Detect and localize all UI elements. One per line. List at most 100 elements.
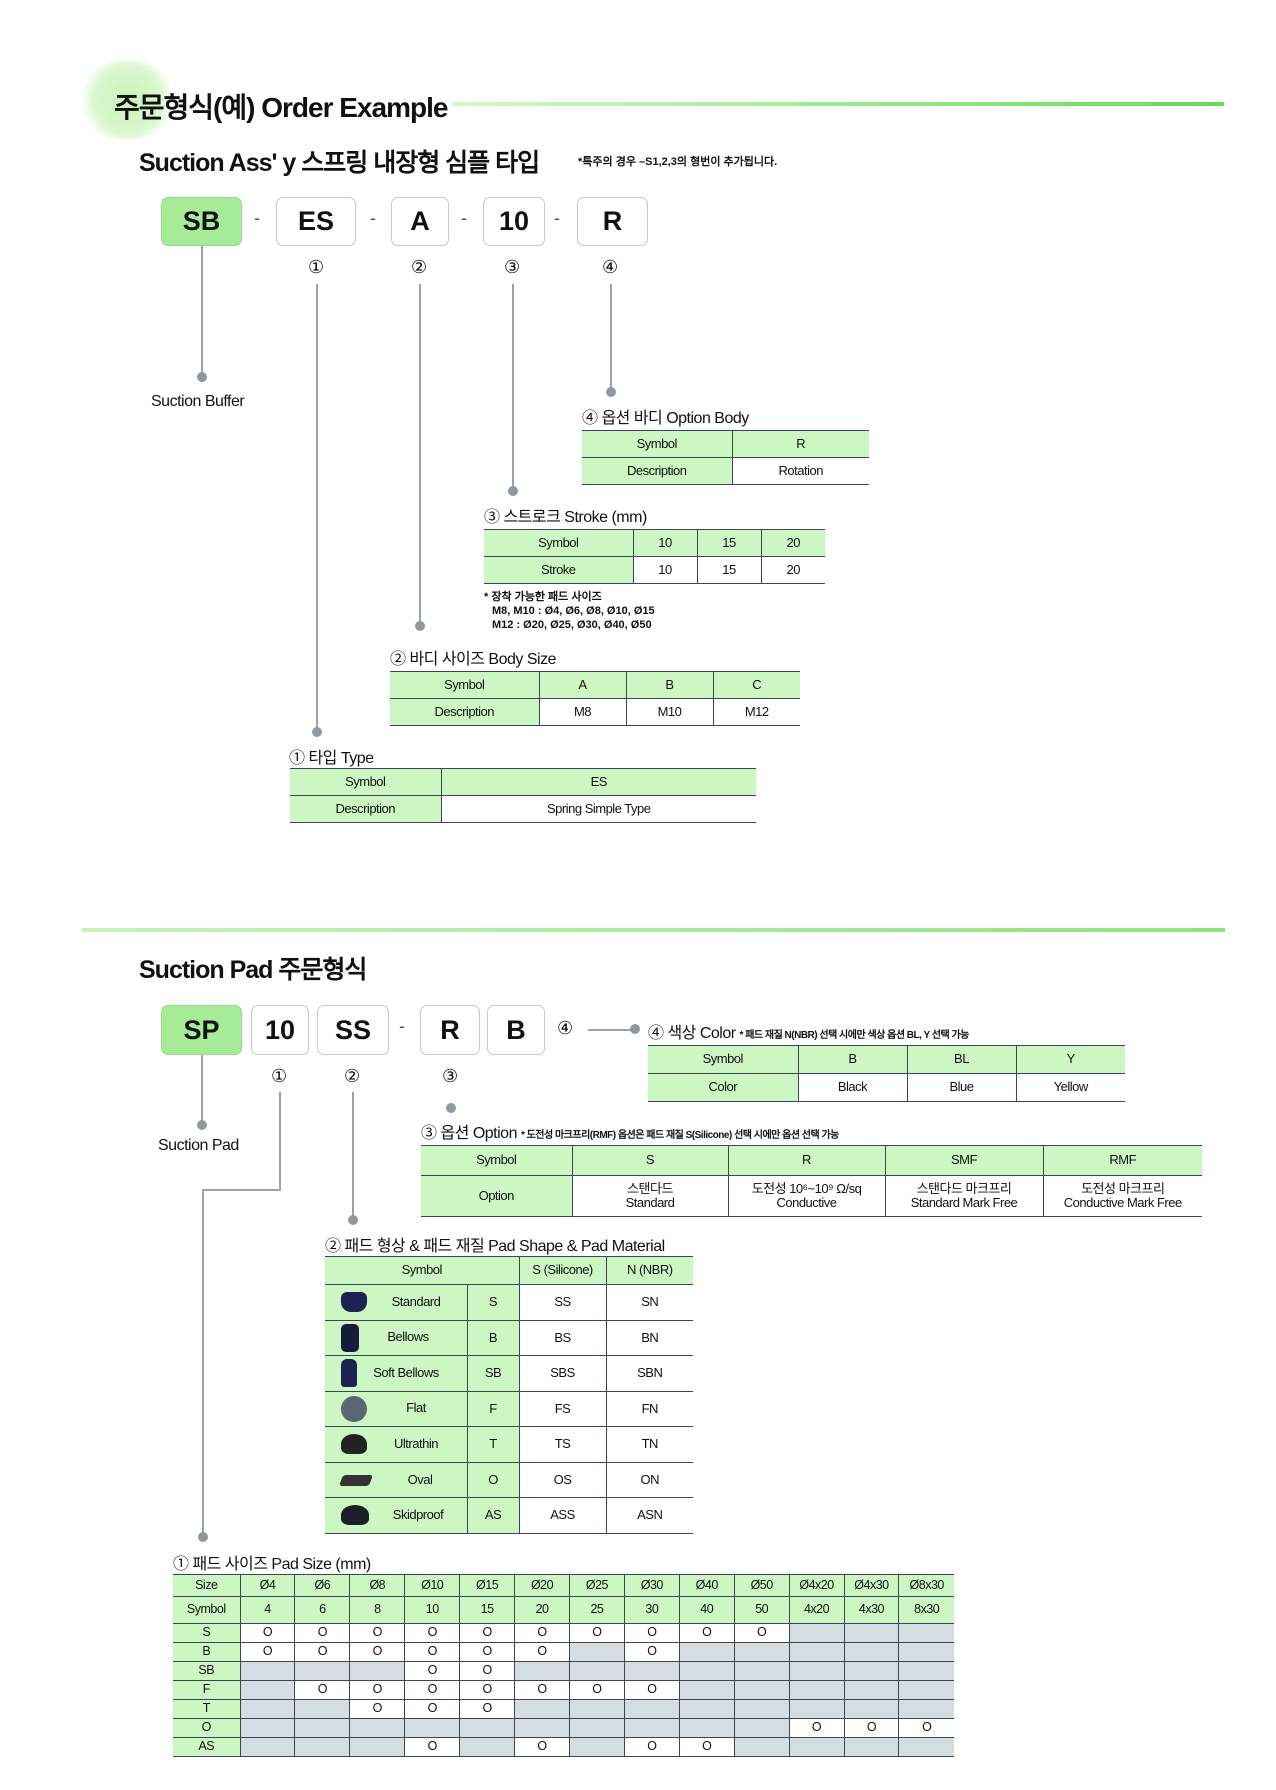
available-mark: O	[349, 1623, 405, 1643]
table-cell: Black	[797, 1073, 907, 1102]
unavailable-cell	[349, 1661, 405, 1681]
marker-2: ②	[411, 257, 428, 277]
row-header: SB	[173, 1661, 241, 1681]
leader-line	[202, 1189, 281, 1191]
option-title: ③ 옵션 Option * 도전성 마크프리(RMF) 옵션은 패드 재질 S(…	[421, 1119, 839, 1143]
dash: -	[399, 1016, 405, 1036]
available-mark: O	[404, 1699, 460, 1719]
unavailable-cell	[404, 1718, 460, 1738]
available-mark: O	[898, 1718, 954, 1738]
unavailable-cell	[733, 1661, 790, 1681]
leader-line	[419, 284, 421, 626]
available-mark: O	[678, 1737, 735, 1757]
symbol-header: 8	[349, 1596, 405, 1624]
code-box-stroke: 10	[483, 197, 545, 246]
available-mark: O	[459, 1623, 515, 1643]
unavailable-cell	[294, 1718, 350, 1738]
leader-dot	[508, 486, 518, 496]
row-header: Description	[290, 795, 441, 823]
standard-pad-icon	[341, 1292, 367, 1313]
table-cell: ES	[440, 768, 756, 796]
marker-2: ②	[344, 1066, 361, 1086]
option-note: * 도전성 마크프리(RMF) 옵션은 패드 재질 S(Silicone) 선택…	[520, 1130, 839, 1141]
pad-section-title: Suction Pad 주문형식	[139, 956, 367, 984]
size-header: Ø4	[239, 1574, 295, 1597]
suction-pad-label: Suction Pad	[158, 1137, 239, 1154]
size-header: Ø50	[733, 1574, 790, 1597]
table-cell: A	[538, 671, 626, 699]
table-cell: 20	[760, 556, 825, 584]
color-title: ④ 색상 Color * 패드 재질 N(NBR) 선택 시에만 색상 옵션 B…	[648, 1019, 969, 1043]
available-mark: O	[349, 1642, 405, 1662]
leader-dot	[197, 1120, 207, 1130]
unavailable-cell	[239, 1699, 295, 1719]
stroke-title: ③ 스트로크 Stroke (mm)	[484, 509, 647, 526]
row-header: Symbol	[173, 1596, 241, 1624]
pad-shape-name: Soft Bellows	[373, 1364, 439, 1380]
unavailable-cell	[898, 1737, 954, 1757]
stroke-note-line: M12 : Ø20, Ø25, Ø30, Ø40, Ø50	[492, 619, 652, 631]
subtitle-note: *특주의 경우 –S1,2,3의 형번이 추가됩니다.	[578, 156, 778, 168]
shape-symbol: S	[466, 1284, 520, 1321]
unavailable-cell	[733, 1642, 790, 1662]
unavailable-cell	[843, 1623, 899, 1643]
silicone-code: FS	[518, 1390, 607, 1427]
leader-dot	[348, 1215, 358, 1225]
leader-dot	[198, 1532, 208, 1542]
symbol-header: 8x30	[898, 1596, 954, 1624]
code-box-option: R	[420, 1005, 480, 1055]
row-header: Option	[421, 1175, 572, 1217]
unavailable-cell	[898, 1680, 954, 1700]
table-cell: B	[797, 1045, 907, 1074]
table-cell: RMF	[1042, 1145, 1202, 1176]
pad-shape-cell: Flat	[325, 1390, 467, 1427]
pad-shape-cell: Ultrathin	[325, 1426, 467, 1463]
stroke-note-line: M8, M10 : Ø4, Ø6, Ø8, Ø10, Ø15	[492, 605, 655, 617]
marker-4: ④	[557, 1018, 574, 1038]
row-header: S	[173, 1623, 241, 1643]
oval-pad-icon	[338, 1474, 374, 1486]
available-mark: O	[404, 1661, 460, 1681]
dash: -	[554, 208, 560, 228]
nbr-code: SN	[605, 1284, 694, 1321]
available-mark: O	[349, 1680, 405, 1700]
available-mark: O	[843, 1718, 899, 1738]
unavailable-cell	[843, 1661, 899, 1681]
section-divider	[82, 928, 1225, 932]
available-mark: O	[788, 1718, 844, 1738]
unavailable-cell	[459, 1737, 515, 1757]
symbol-header: 20	[514, 1596, 570, 1624]
silicone-code: ASS	[518, 1497, 607, 1534]
table-cell: Rotation	[731, 457, 869, 485]
unavailable-cell	[733, 1718, 790, 1738]
unavailable-cell	[898, 1623, 954, 1643]
pad-shape-name: Ultrathin	[394, 1435, 438, 1451]
unavailable-cell	[349, 1737, 405, 1757]
unavailable-cell	[898, 1661, 954, 1681]
unavailable-cell	[678, 1680, 735, 1700]
flat-pad-icon	[341, 1395, 367, 1422]
symbol-header: 4x30	[843, 1596, 899, 1624]
leader-line	[202, 1189, 204, 1536]
unavailable-cell	[568, 1661, 625, 1681]
symbol-header: 6	[294, 1596, 350, 1624]
table-cell: S	[571, 1145, 728, 1176]
available-mark: O	[514, 1737, 570, 1757]
shape-symbol: T	[466, 1426, 520, 1463]
stroke-note: * 장착 가능한 패드 사이즈 M8, M10 : Ø4, Ø6, Ø8, Ø1…	[484, 590, 655, 632]
unavailable-cell	[788, 1661, 844, 1681]
color-title-text: ④ 색상 Color	[648, 1025, 736, 1042]
size-header: Ø40	[678, 1574, 735, 1597]
pad-size-title: ① 패드 사이즈 Pad Size (mm)	[173, 1556, 371, 1573]
unavailable-cell	[239, 1718, 295, 1738]
